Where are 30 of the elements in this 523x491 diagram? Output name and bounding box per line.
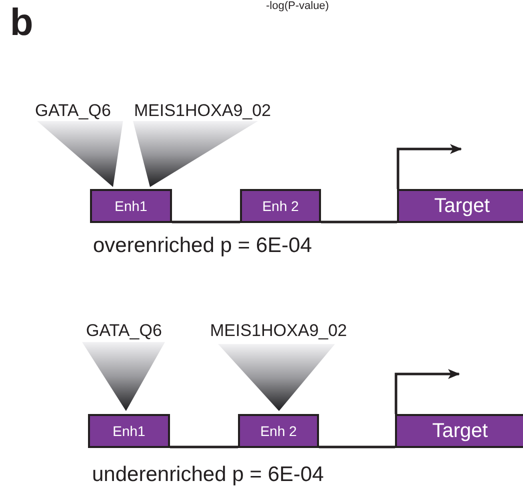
axis-title: -log(P-value) (266, 0, 329, 12)
gene-region-box (238, 414, 319, 448)
tss-arrow (396, 144, 462, 189)
gene-region-box (90, 189, 172, 223)
gene-region-box (397, 189, 523, 223)
gene-region-box (395, 414, 523, 448)
region-label: Target (432, 420, 488, 442)
motif-wedge (218, 344, 335, 411)
motif-wedge (133, 121, 258, 187)
region-label: Enh1 (114, 198, 148, 214)
gene-region-box (88, 414, 170, 448)
motif-label: MEIS1HOXA9_02 (134, 101, 272, 121)
gene-region-box (240, 189, 321, 223)
region-label: Enh1 (112, 423, 146, 439)
motif-label: MEIS1HOXA9_02 (210, 321, 348, 341)
result-caption: underenriched p = 6E-04 (92, 463, 324, 487)
region-label: Enh 2 (262, 198, 299, 214)
motif-wedge (37, 121, 123, 187)
motif-wedge (82, 342, 165, 411)
region-label: Target (434, 194, 490, 218)
genome-line (321, 220, 397, 224)
motif-label: GATA_Q6 (35, 101, 111, 121)
motif-label: GATA_Q6 (86, 321, 162, 341)
genome-line (170, 446, 238, 448)
result-caption: overenriched p = 6E-04 (93, 234, 312, 258)
tss-arrow (394, 369, 460, 414)
genome-line (319, 446, 395, 448)
panel-letter: b (10, 2, 34, 45)
region-label: Enh 2 (260, 423, 297, 439)
genome-line (172, 220, 240, 224)
